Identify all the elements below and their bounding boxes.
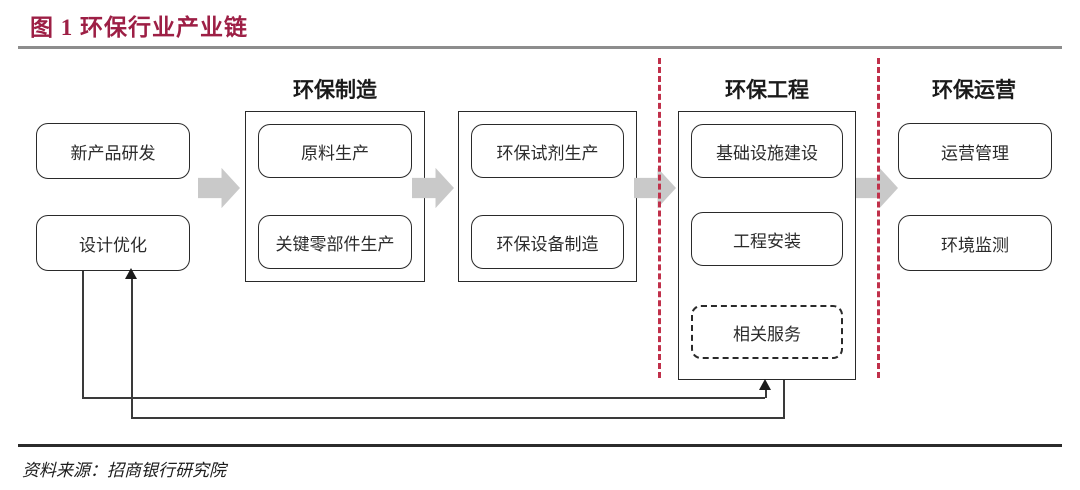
- section-divider-manufacturing-engineering: [658, 58, 661, 378]
- node-infrastructure-construction[interactable]: 基础设施建设: [691, 124, 843, 178]
- node-related-services[interactable]: 相关服务: [691, 305, 843, 359]
- page-title: 图 1 环保行业产业链: [30, 15, 248, 40]
- node-environmental-equipment-manufacturing[interactable]: 环保设备制造: [471, 215, 624, 269]
- section-divider-engineering-operations: [877, 58, 880, 378]
- node-environmental-monitoring[interactable]: 环境监测: [898, 215, 1052, 271]
- feedback-a-segment-down: [783, 380, 785, 418]
- stage-title-manufacturing: 环保制造: [293, 79, 377, 102]
- node-engineering-installation[interactable]: 工程安装: [691, 212, 843, 266]
- feedback-b-arrowhead: [759, 379, 771, 390]
- flow-arrow-rd-to-manufacturing: [198, 167, 240, 209]
- feedback-a-segment-left: [131, 417, 785, 419]
- title-divider-rule: [18, 46, 1062, 49]
- source-divider-rule: [18, 444, 1062, 447]
- node-design-optimization[interactable]: 设计优化: [36, 215, 190, 271]
- feedback-b-segment-up: [765, 390, 767, 398]
- feedback-b-segment-down: [82, 271, 84, 398]
- stage-title-engineering: 环保工程: [725, 79, 809, 102]
- stage-title-operations: 环保运营: [932, 79, 1016, 102]
- feedback-b-segment-right: [82, 397, 765, 399]
- feedback-a-arrowhead: [125, 268, 137, 279]
- source-note: 资料来源：招商银行研究院: [22, 461, 226, 480]
- node-new-product-rd[interactable]: 新产品研发: [36, 123, 190, 179]
- node-key-component-production[interactable]: 关键零部件生产: [258, 215, 412, 269]
- flow-arrow-manufacturing-to-engineering: [634, 167, 676, 209]
- feedback-a-segment-up: [131, 278, 133, 418]
- node-environmental-reagent-production[interactable]: 环保试剂生产: [471, 124, 624, 178]
- node-raw-material-production[interactable]: 原料生产: [258, 124, 412, 178]
- node-operations-management[interactable]: 运营管理: [898, 123, 1052, 179]
